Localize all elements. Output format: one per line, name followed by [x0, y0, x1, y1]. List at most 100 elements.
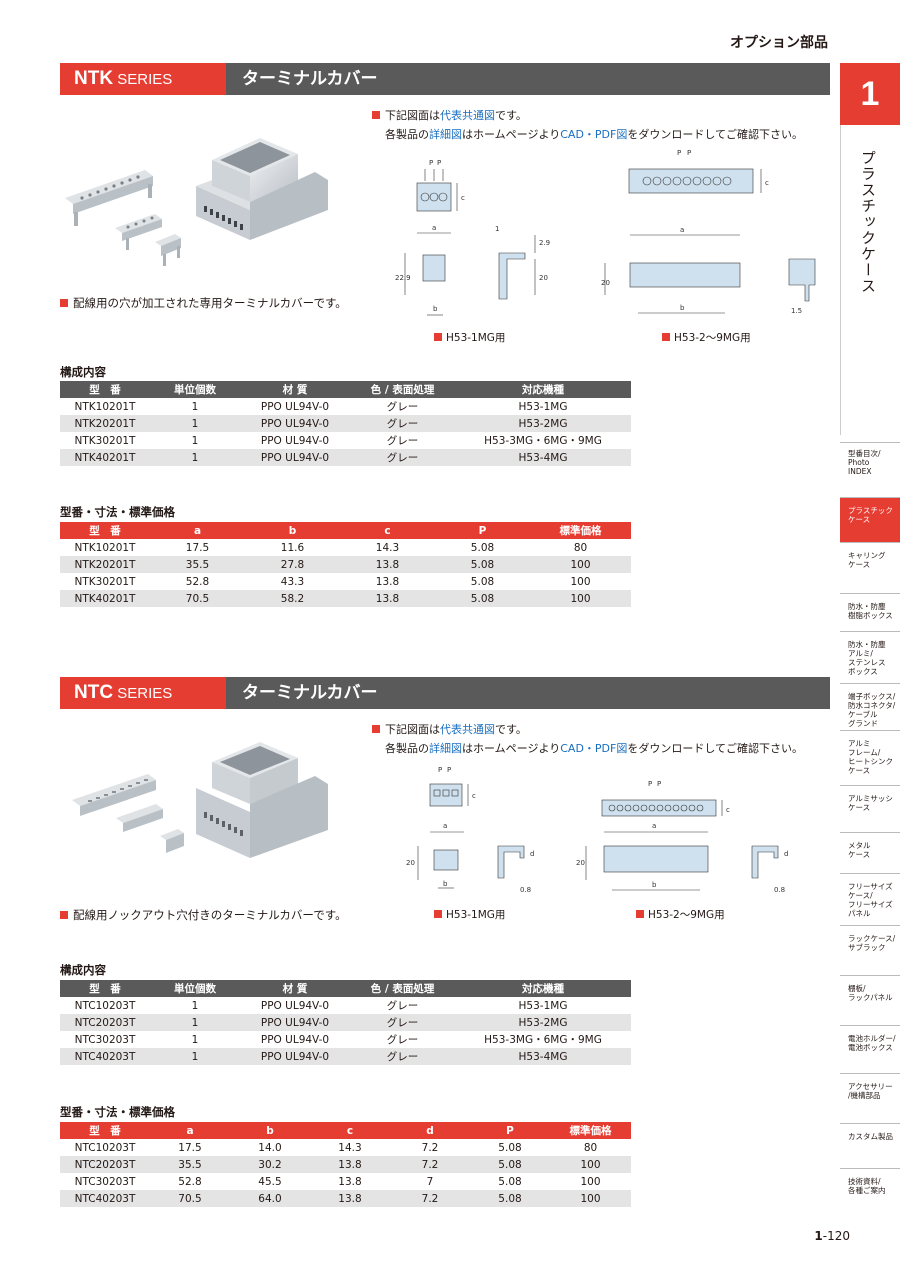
ntk-price-heading: 型番・寸法・標準価格: [60, 505, 175, 519]
table-cell: 52.8: [150, 1173, 230, 1190]
svg-text:22.9: 22.9: [395, 274, 411, 282]
table-cell: 13.8: [340, 590, 435, 607]
table-cell: 45.5: [230, 1173, 310, 1190]
sidebar-item[interactable]: アクセサリー /機構部品: [840, 1073, 900, 1123]
ntc-section-header: NTC SERIES ターミナルカバー: [60, 677, 830, 709]
ntk-caption-1mg: H53-1MG用: [434, 330, 505, 345]
sidebar-item[interactable]: ラックケース/ サブラック: [840, 925, 900, 975]
column-header: 型 番: [60, 1122, 150, 1139]
table-cell: PPO UL94V-0: [240, 415, 350, 432]
sidebar-item[interactable]: キャリング ケース: [840, 542, 900, 593]
table-cell: グレー: [350, 432, 455, 449]
svg-text:2.9: 2.9: [539, 239, 550, 247]
svg-text:1: 1: [495, 225, 499, 233]
table-cell: 5.08: [470, 1190, 550, 1207]
table-cell: NTK10201T: [60, 398, 150, 415]
sidebar-item[interactable]: 防水・防塵 樹脂ボックス: [840, 593, 900, 631]
table-cell: 35.5: [150, 1156, 230, 1173]
table-cell: 7.2: [390, 1156, 470, 1173]
svg-text:20: 20: [539, 274, 548, 282]
sidebar-item[interactable]: フリーサイズ ケース/ フリーサイズ パネル: [840, 873, 900, 925]
sidebar-item[interactable]: 防水・防塵 アルミ/ ステンレス ボックス: [840, 631, 900, 683]
table-cell: グレー: [350, 449, 455, 466]
table-cell: グレー: [350, 1031, 455, 1048]
ntc-caption-2-9mg: H53-2～9MG用: [636, 907, 725, 922]
column-header: 対応機種: [455, 980, 631, 997]
page-category-label: オプション部品: [730, 35, 828, 51]
section-title: ターミナルカバー: [242, 683, 378, 703]
terminal-cover-long: [65, 170, 153, 226]
svg-text:c: c: [461, 194, 465, 202]
sidebar-item[interactable]: プラスチック ケース: [840, 497, 900, 542]
column-header: 標準価格: [550, 1122, 631, 1139]
table-cell: 1: [150, 1031, 240, 1048]
sidebar-item[interactable]: カスタム製品: [840, 1123, 900, 1168]
svg-text:P: P: [447, 766, 451, 774]
sidebar-item[interactable]: 棚板/ ラックパネル: [840, 975, 900, 1025]
table-cell: グレー: [350, 1048, 455, 1065]
svg-text:P: P: [657, 780, 661, 788]
table-cell: 5.08: [435, 539, 530, 556]
ntc-price-heading: 型番・寸法・標準価格: [60, 1105, 175, 1119]
svg-text:b: b: [652, 881, 657, 889]
table-cell: PPO UL94V-0: [240, 398, 350, 415]
sidebar-item[interactable]: アルミサッシ ケース: [840, 785, 900, 832]
table-cell: PPO UL94V-0: [240, 1014, 350, 1031]
chapter-name: プラスチックケース: [859, 150, 877, 294]
sidebar-item[interactable]: 技術資料/ 各種ご案内: [840, 1168, 900, 1218]
column-header: 型 番: [60, 980, 150, 997]
sidebar-item[interactable]: 型番目次/ Photo INDEX: [840, 442, 900, 497]
table-cell: NTK30201T: [60, 432, 150, 449]
cad-pdf-link[interactable]: CAD・PDF図: [560, 128, 628, 141]
cad-pdf-link[interactable]: CAD・PDF図: [560, 742, 628, 755]
table-cell: 1: [150, 1048, 240, 1065]
terminal-cover-small: [155, 234, 181, 266]
table-cell: 100: [550, 1190, 631, 1207]
table-cell: 100: [530, 590, 631, 607]
sidebar-item[interactable]: メタル ケース: [840, 832, 900, 873]
table-cell: 14.0: [230, 1139, 310, 1156]
detail-drawing-link[interactable]: 詳細図: [429, 128, 462, 141]
table-cell: NTC10203T: [60, 1139, 150, 1156]
sidebar-item[interactable]: 端子ボックス/ 防水コネクタ/ ケーブル グランド: [840, 683, 900, 730]
table-cell: H53-3MG・6MG・9MG: [455, 1031, 631, 1048]
svg-text:20: 20: [601, 279, 610, 287]
table-cell: 7.2: [390, 1139, 470, 1156]
table-cell: H53-2MG: [455, 1014, 631, 1031]
table-cell: 14.3: [310, 1139, 390, 1156]
table-cell: NTK30201T: [60, 573, 150, 590]
common-drawing-link[interactable]: 代表共通図: [440, 723, 495, 736]
svg-text:b: b: [680, 304, 685, 312]
table-cell: 5.08: [435, 556, 530, 573]
table-cell: 13.8: [310, 1156, 390, 1173]
detail-drawing-link[interactable]: 詳細図: [429, 742, 462, 755]
table-cell: NTK20201T: [60, 415, 150, 432]
svg-text:P: P: [677, 149, 681, 157]
column-header: c: [310, 1122, 390, 1139]
sidebar-item[interactable]: 電池ホルダー/ 電池ボックス: [840, 1025, 900, 1073]
svg-text:a: a: [652, 822, 656, 830]
common-drawing-link[interactable]: 代表共通図: [440, 109, 495, 122]
svg-text:P: P: [687, 149, 691, 157]
svg-text:a: a: [680, 226, 684, 234]
sidebar-item[interactable]: アルミ フレーム/ ヒートシンク ケース: [840, 730, 900, 785]
svg-text:P: P: [438, 766, 442, 774]
chapter-number-tab[interactable]: 1: [840, 63, 900, 125]
table-cell: 5.08: [470, 1156, 550, 1173]
table-cell: 43.3: [245, 573, 340, 590]
table-cell: PPO UL94V-0: [240, 449, 350, 466]
column-header: a: [150, 1122, 230, 1139]
svg-text:d: d: [784, 850, 788, 858]
table-cell: NTK20201T: [60, 556, 150, 573]
table-cell: 14.3: [340, 539, 435, 556]
din-rail-enclosure: [196, 138, 328, 240]
